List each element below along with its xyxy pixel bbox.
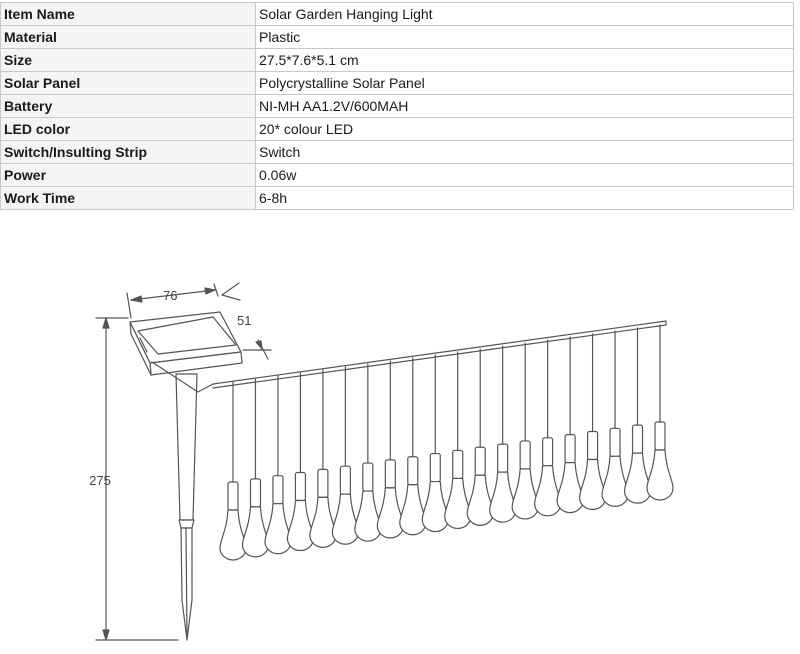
spec-row: Size 27.5*7.6*5.1 cm	[0, 48, 794, 72]
spec-label: Battery	[0, 94, 256, 118]
led-bulb	[264, 375, 292, 555]
spec-row: Solar Panel Polycrystalline Solar Panel	[0, 71, 794, 95]
hanging-wire	[151, 320, 667, 393]
spec-label: Material	[0, 25, 256, 49]
spec-value: 0.06w	[255, 163, 794, 187]
led-bulb	[556, 336, 584, 514]
spec-label: Switch/Insulting Strip	[0, 140, 256, 164]
spec-row: Item Name Solar Garden Hanging Light	[0, 2, 794, 26]
spec-value: 6-8h	[255, 186, 794, 210]
spec-value: NI-MH AA1.2V/600MAH	[255, 94, 794, 118]
spec-row: Power 0.06w	[0, 163, 794, 187]
spec-row: Switch/Insulting Strip Switch	[0, 140, 794, 164]
spec-label: LED color	[0, 117, 256, 141]
led-bulb	[376, 360, 404, 539]
led-bulb	[309, 369, 337, 548]
spec-label: Solar Panel	[0, 71, 256, 95]
spec-row: Work Time 6-8h	[0, 186, 794, 210]
spec-row: Battery NI-MH AA1.2V/600MAH	[0, 94, 794, 118]
height-dimension	[95, 317, 179, 641]
led-bulb	[241, 378, 270, 558]
led-bulb	[354, 363, 382, 542]
spec-value: Solar Garden Hanging Light	[255, 2, 794, 26]
led-bulb	[399, 357, 427, 536]
solar-panel	[129, 311, 243, 376]
width-dimension	[126, 283, 219, 319]
led-bulb	[286, 372, 315, 552]
spec-value: 27.5*7.6*5.1 cm	[255, 48, 794, 72]
led-bulb	[489, 345, 517, 523]
dim-label-height: 275	[89, 473, 111, 488]
spec-label: Work Time	[0, 186, 256, 210]
led-bulb	[578, 333, 607, 511]
dim-label-depth: 51	[237, 313, 251, 328]
spec-table: Item Name Solar Garden Hanging Light Mat…	[0, 2, 794, 210]
ground-stake	[175, 373, 198, 641]
spec-label: Size	[0, 48, 256, 72]
led-bulb	[623, 327, 652, 504]
spec-value: 20* colour LED	[255, 117, 794, 141]
spec-value: Polycrystalline Solar Panel	[255, 71, 794, 95]
spec-row: LED color 20* colour LED	[0, 117, 794, 141]
led-bulb	[511, 342, 539, 520]
led-bulb	[646, 324, 674, 501]
led-bulb	[421, 354, 449, 533]
led-bulb	[219, 381, 247, 561]
product-line-drawing: 76 51 275	[89, 282, 674, 641]
led-bulb	[466, 348, 494, 526]
spec-value: Switch	[255, 140, 794, 164]
dim-label-width: 76	[163, 288, 177, 303]
spec-label: Power	[0, 163, 256, 187]
spec-value: Plastic	[255, 25, 794, 49]
led-bulb	[601, 330, 629, 507]
led-bulb	[444, 351, 472, 530]
led-bulb	[331, 366, 359, 545]
depth-dimension	[221, 282, 272, 360]
spec-row: Material Plastic	[0, 25, 794, 49]
led-bulbs	[219, 324, 674, 561]
spec-label: Item Name	[0, 2, 256, 26]
led-bulb	[534, 339, 562, 517]
